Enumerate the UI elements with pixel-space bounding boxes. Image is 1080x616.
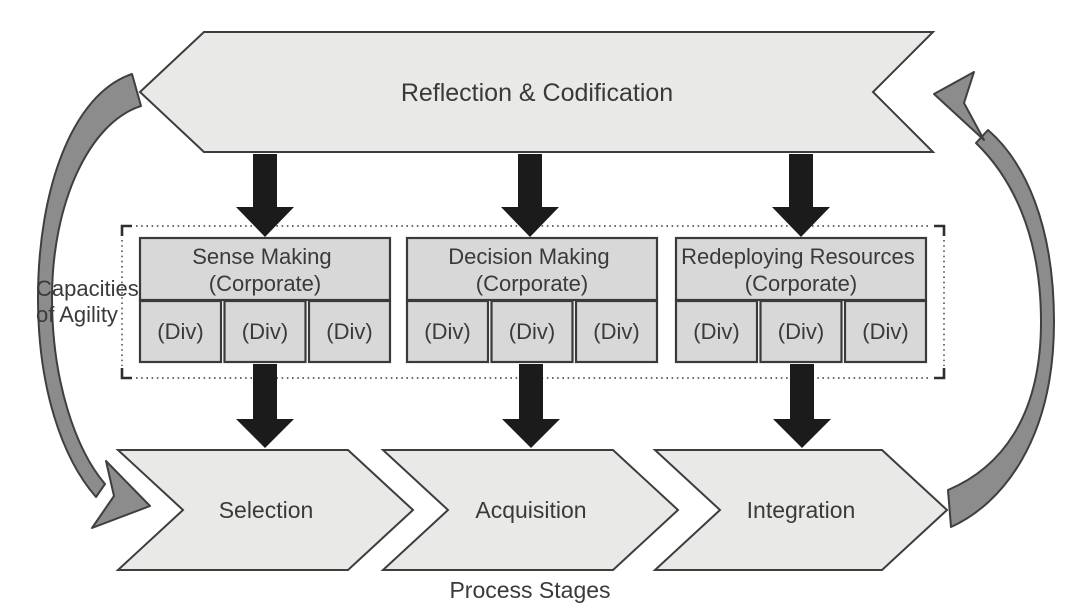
right-feedback-arrow-band [947, 129, 1055, 528]
right-feedback-arrow-icon [933, 71, 1055, 528]
capacities-of-agility-label: Capacities of Agility [36, 276, 145, 327]
down-arrow-icon [772, 154, 830, 237]
down-arrow-icon [773, 364, 831, 448]
left-feedback-arrow-icon [37, 73, 151, 529]
stage-chevron-selection: Selection [115, 449, 415, 571]
stage-chevron-integration: Integration [652, 449, 949, 571]
boundary-corner-mark [120, 224, 132, 236]
process-stages-caption: Process Stages [449, 577, 610, 603]
division-box [138, 299, 223, 364]
stage-label: Acquisition [475, 497, 586, 523]
down-arrow-icon [236, 154, 294, 237]
left-feedback-arrowhead-icon [91, 460, 151, 529]
division-box-label: (Div) [593, 319, 639, 344]
capacity-group-redeploying-resources: Redeploying Resources (Corporate) (Div) … [674, 236, 928, 364]
boundary-corner-mark [934, 224, 946, 236]
division-box-label: (Div) [862, 319, 908, 344]
boundary-corner-mark [120, 368, 132, 380]
division-box [307, 299, 392, 364]
right-feedback-arrowhead-icon [933, 71, 985, 141]
division-box-label: (Div) [693, 319, 739, 344]
corporate-box-label: Decision Making (Corporate) [448, 244, 616, 296]
division-box-label: (Div) [778, 319, 824, 344]
division-box [843, 299, 928, 364]
division-box [574, 299, 659, 364]
corporate-box [138, 236, 392, 302]
division-box [759, 299, 843, 364]
down-arrow-icon [502, 364, 560, 448]
stage-label: Selection [219, 497, 314, 523]
down-arrow-icon [501, 154, 559, 237]
down-arrow-icon [236, 364, 294, 448]
division-box-label: (Div) [242, 319, 288, 344]
capacity-group-sense-making: Sense Making (Corporate) (Div) (Div) (Di… [138, 236, 392, 364]
chevron-shape [380, 449, 680, 571]
boundary-corner-mark [934, 368, 946, 380]
division-box [490, 299, 574, 364]
stage-chevron-acquisition: Acquisition [380, 449, 680, 571]
division-box-label: (Div) [424, 319, 470, 344]
division-box [223, 299, 307, 364]
chevron-shape [652, 449, 949, 571]
stage-label: Integration [747, 497, 856, 523]
left-feedback-arrow-band [37, 73, 142, 498]
division-box [674, 299, 759, 364]
banner-shape [138, 31, 936, 153]
capacity-group-decision-making: Decision Making (Corporate) (Div) (Div) … [405, 236, 659, 364]
chevron-shape [115, 449, 415, 571]
division-box-label: (Div) [157, 319, 203, 344]
corporate-box [674, 236, 928, 302]
corporate-box-label: Redeploying Resources (Corporate) [681, 244, 921, 296]
corporate-box-label: Sense Making (Corporate) [192, 244, 338, 296]
division-box-label: (Div) [509, 319, 555, 344]
banner-label: Reflection & Codification [401, 79, 673, 107]
corporate-box [405, 236, 659, 302]
reflection-codification-banner: Reflection & Codification [138, 31, 936, 153]
division-box-label: (Div) [326, 319, 372, 344]
division-box [405, 299, 490, 364]
